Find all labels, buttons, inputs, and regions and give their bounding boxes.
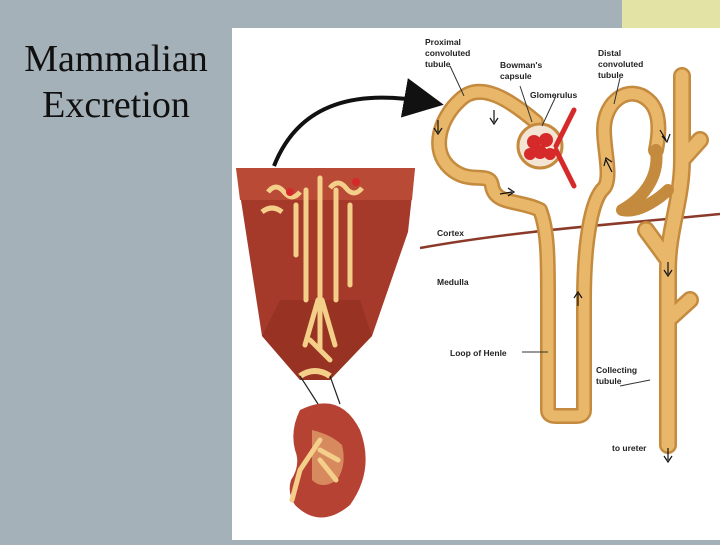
label-medulla: Medulla bbox=[437, 277, 469, 287]
label-cortex: Cortex bbox=[437, 228, 464, 238]
label-glomerulus: Glomerulus bbox=[530, 90, 578, 100]
label-distal-1: Distal bbox=[598, 48, 621, 58]
diagram-labels: Proximal convoluted tubule Bowman's caps… bbox=[425, 37, 647, 453]
label-distal-3: tubule bbox=[598, 70, 624, 80]
label-collecting-2: tubule bbox=[596, 376, 622, 386]
glomerulus bbox=[516, 107, 577, 189]
label-bowmans-1: Bowman's bbox=[500, 60, 542, 70]
slide-title: Mammalian Excretion bbox=[0, 36, 232, 128]
flow-arrows bbox=[433, 110, 673, 464]
label-proximal-2: convoluted bbox=[425, 48, 470, 58]
kidney-section-wedge bbox=[236, 168, 415, 405]
label-proximal-1: Proximal bbox=[425, 37, 461, 47]
title-line-1: Mammalian bbox=[24, 38, 208, 80]
label-collecting-1: Collecting bbox=[596, 365, 637, 375]
kidney-icon bbox=[289, 403, 366, 518]
diagram-panel: Proximal convoluted tubule Bowman's caps… bbox=[232, 28, 720, 540]
nephron-tubule bbox=[431, 67, 709, 454]
title-line-2: Excretion bbox=[42, 84, 190, 126]
label-loop-of-henle: Loop of Henle bbox=[450, 348, 507, 358]
label-distal-2: convoluted bbox=[598, 59, 643, 69]
accent-box bbox=[622, 0, 720, 28]
zoom-arrow bbox=[272, 78, 444, 167]
label-to-ureter: to ureter bbox=[612, 443, 647, 453]
label-bowmans-2: capsule bbox=[500, 71, 532, 81]
nephron-diagram: Proximal convoluted tubule Bowman's caps… bbox=[236, 37, 720, 518]
label-proximal-3: tubule bbox=[425, 59, 451, 69]
leader-lines bbox=[449, 65, 651, 387]
top-strip bbox=[0, 0, 720, 28]
